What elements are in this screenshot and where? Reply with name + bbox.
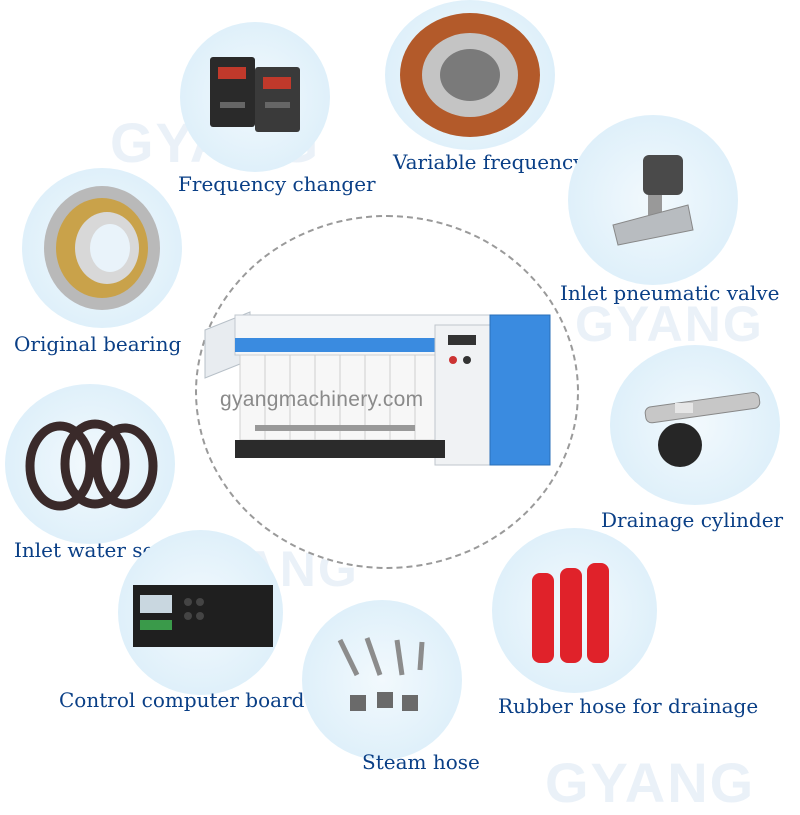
drainage-cylinder-image (644, 392, 761, 467)
website-watermark: gyangmachinery.com (220, 388, 424, 411)
steam-hose-circle (302, 600, 462, 760)
stator-motor-image (400, 13, 540, 137)
control-board-circle (118, 530, 283, 695)
rubber-hose-circle (492, 528, 657, 693)
drainage-cylinder-circle (610, 345, 780, 505)
water-seal-circle (5, 384, 175, 544)
valve-label: Inlet pneumatic valve (560, 281, 780, 305)
bearing-label: Original bearing (14, 332, 182, 356)
drainage-cylinder-label: Drainage cylinder (601, 508, 784, 532)
water-seal-image (25, 419, 158, 511)
bearing-image (44, 186, 160, 310)
gyang-watermark: GYANG (545, 751, 756, 814)
steam-hose-label: Steam hose (362, 750, 480, 774)
frequency-changer-image (210, 57, 300, 132)
rubber-hose-label: Rubber hose for drainage (498, 694, 759, 718)
bearing-circle (22, 168, 182, 328)
steam-hose-image (337, 637, 425, 711)
control-board-label: Control computer board (59, 688, 305, 712)
control-board-image (133, 585, 273, 647)
rubber-hose-image (532, 563, 609, 663)
flatwork-ironer-image (204, 311, 551, 466)
pneumatic-valve-image (612, 155, 694, 246)
frequency-changer-label: Frequency changer (178, 172, 376, 196)
frequency-changer-circle (180, 22, 330, 172)
valve-circle (568, 115, 738, 285)
motor-circle (385, 0, 555, 150)
gyang-watermark: GYANG (575, 296, 764, 352)
